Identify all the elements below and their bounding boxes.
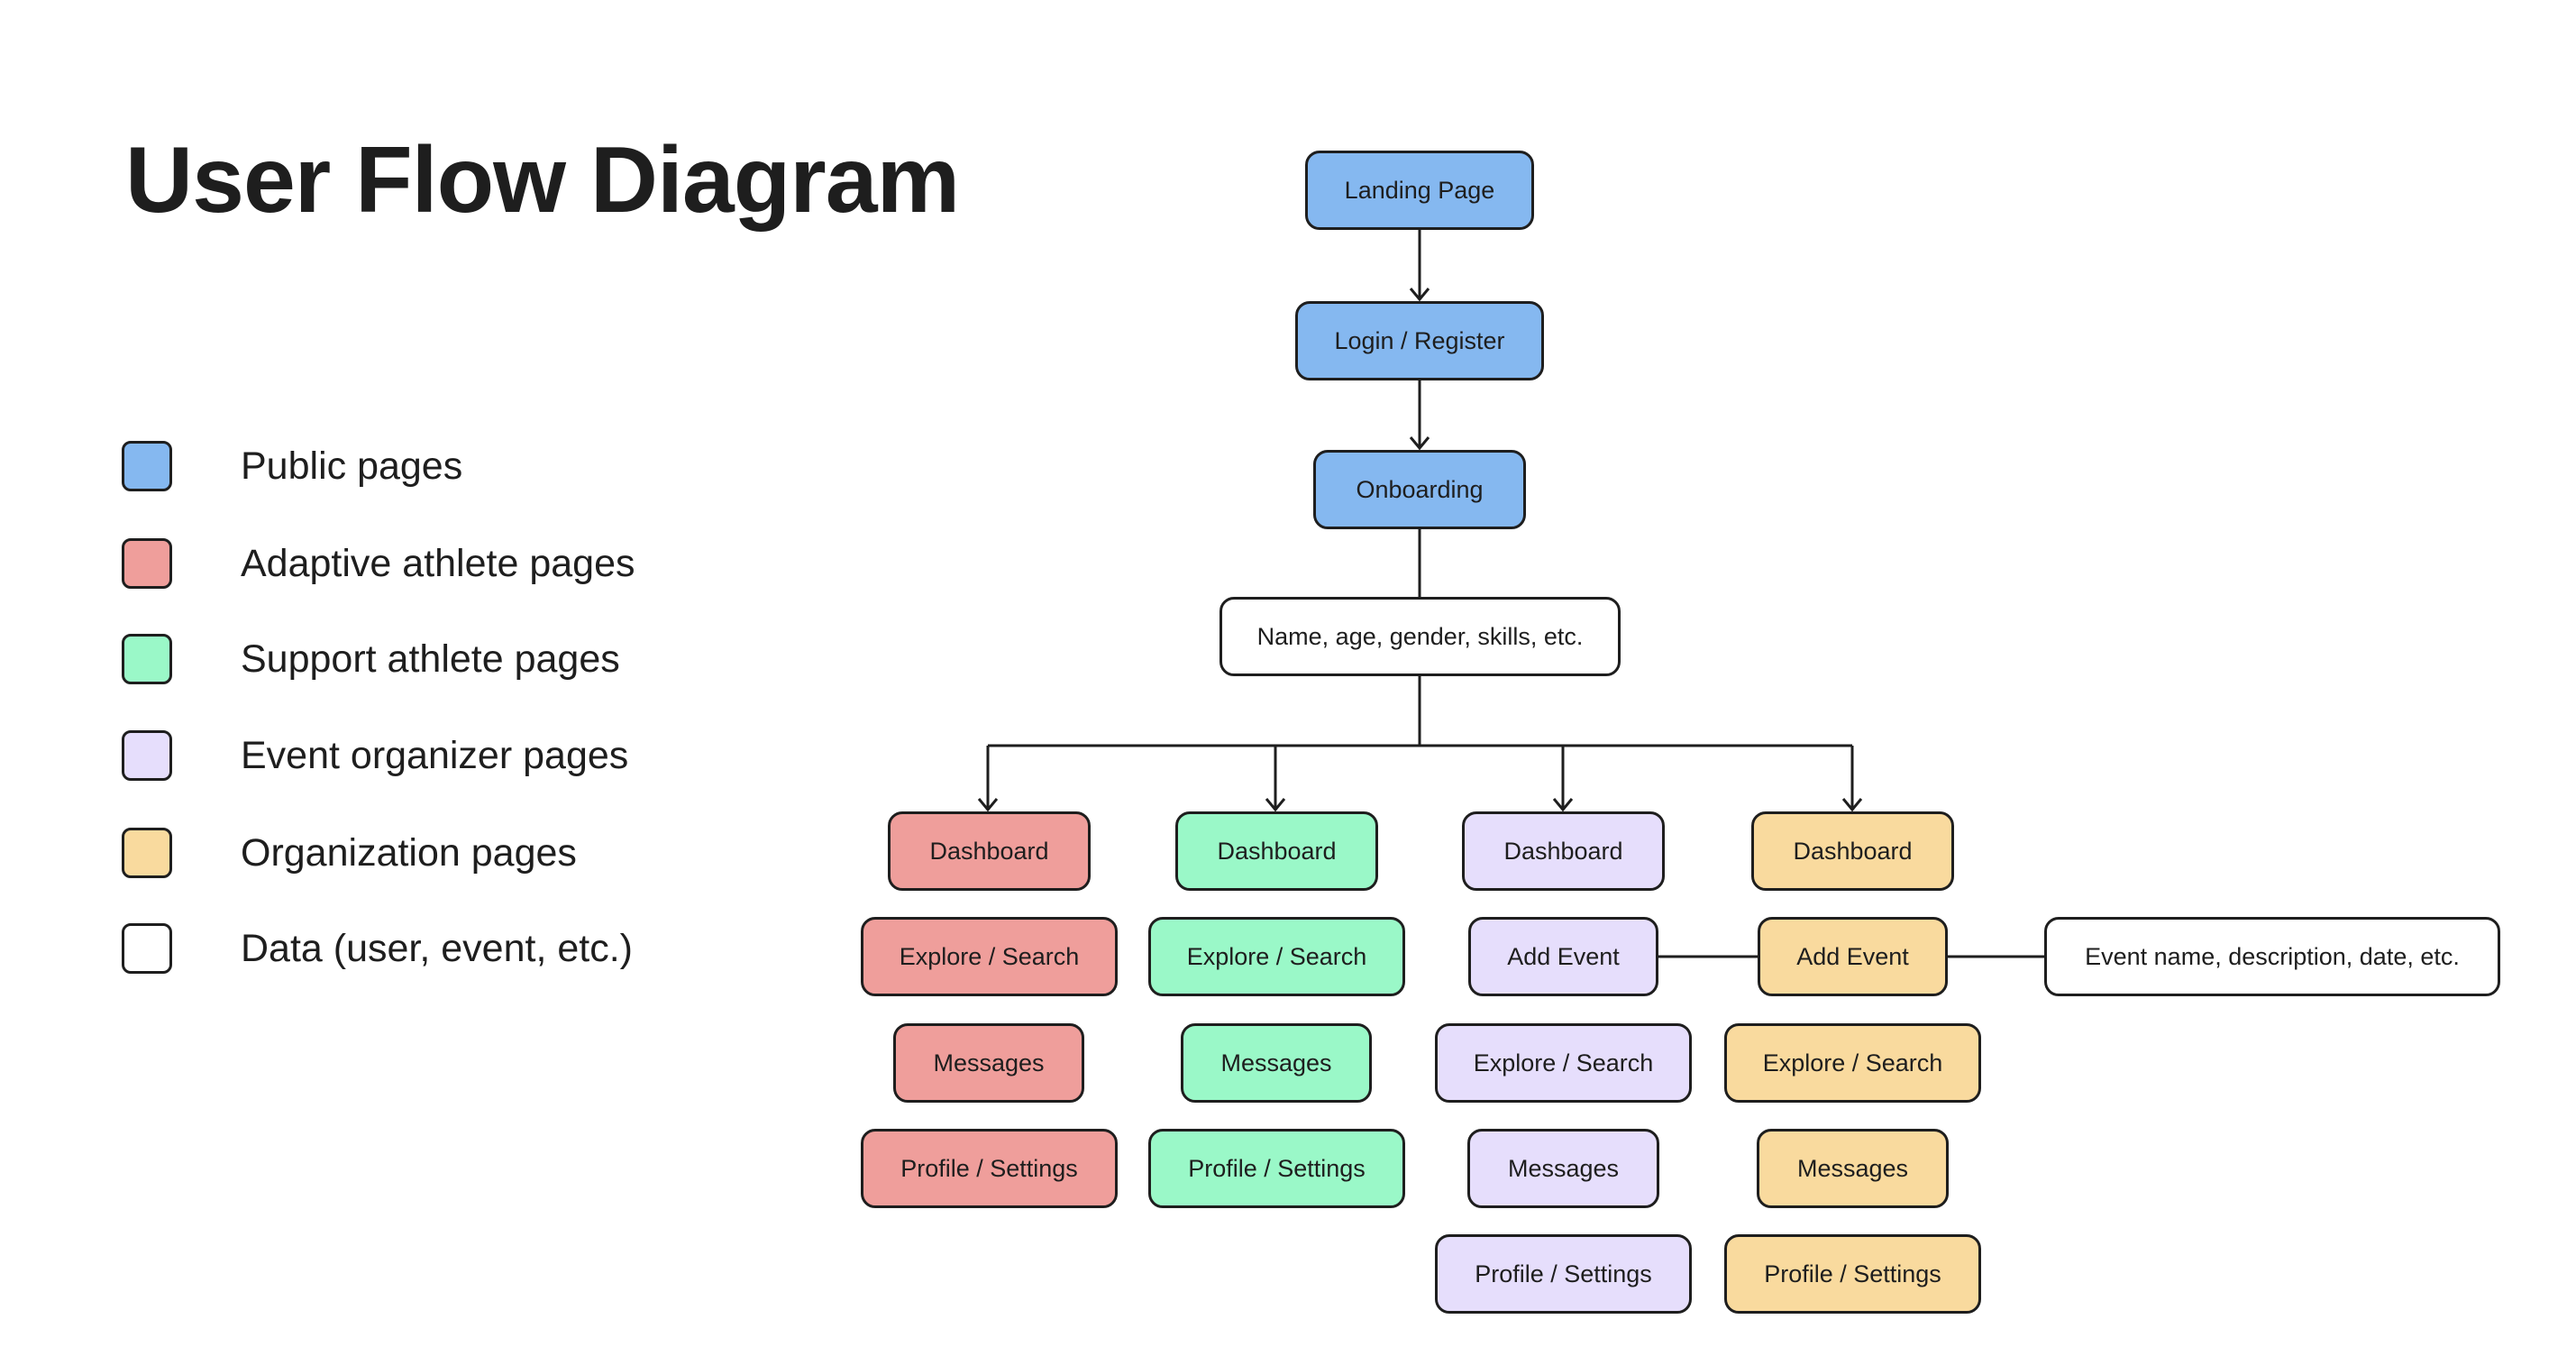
legend-item-data: Data (user, event, etc.) (122, 921, 633, 976)
legend-label: Support athlete pages (241, 637, 620, 681)
legend-item-adaptive: Adaptive athlete pages (122, 536, 635, 591)
node-organization-profile-settings[interactable]: Profile / Settings (1724, 1234, 1981, 1314)
node-login-register[interactable]: Login / Register (1295, 301, 1544, 380)
arrowhead-icon (977, 798, 999, 812)
node-onboarding[interactable]: Onboarding (1313, 450, 1526, 529)
node-adaptive-dashboard[interactable]: Dashboard (888, 811, 1091, 891)
legend-label: Adaptive athlete pages (241, 542, 635, 585)
legend-item-organizer: Event organizer pages (122, 728, 628, 783)
node-support-profile-settings[interactable]: Profile / Settings (1148, 1129, 1405, 1208)
node-onboarding-data[interactable]: Name, age, gender, skills, etc. (1219, 597, 1621, 676)
legend-swatch-data (122, 923, 172, 974)
node-organizer-add-event[interactable]: Add Event (1468, 917, 1658, 996)
node-organizer-explore-search[interactable]: Explore / Search (1435, 1023, 1692, 1103)
node-support-explore-search[interactable]: Explore / Search (1148, 917, 1405, 996)
node-event-data[interactable]: Event name, description, date, etc. (2044, 917, 2500, 996)
legend-label: Data (user, event, etc.) (241, 927, 633, 970)
legend-label: Public pages (241, 444, 463, 488)
node-organization-dashboard[interactable]: Dashboard (1751, 811, 1954, 891)
node-organization-explore-search[interactable]: Explore / Search (1724, 1023, 1981, 1103)
arrowhead-icon (1552, 798, 1574, 812)
legend-item-public: Public pages (122, 439, 462, 493)
node-adaptive-profile-settings[interactable]: Profile / Settings (861, 1129, 1118, 1208)
arrowhead-icon (1409, 288, 1430, 302)
node-landing-page[interactable]: Landing Page (1305, 151, 1534, 230)
legend-label: Event organizer pages (241, 734, 629, 777)
arrowhead-icon (1409, 436, 1430, 451)
legend-swatch-public (122, 441, 172, 491)
node-organizer-profile-settings[interactable]: Profile / Settings (1435, 1234, 1692, 1314)
node-organizer-dashboard[interactable]: Dashboard (1462, 811, 1665, 891)
node-adaptive-explore-search[interactable]: Explore / Search (861, 917, 1118, 996)
arrowhead-icon (1265, 798, 1286, 812)
legend-swatch-organizer (122, 730, 172, 781)
legend-swatch-support (122, 634, 172, 684)
node-organization-messages[interactable]: Messages (1757, 1129, 1949, 1208)
legend-label: Organization pages (241, 831, 577, 875)
node-support-dashboard[interactable]: Dashboard (1175, 811, 1378, 891)
node-adaptive-messages[interactable]: Messages (893, 1023, 1084, 1103)
page-title: User Flow Diagram (125, 128, 960, 233)
legend-swatch-organization (122, 828, 172, 878)
node-organizer-messages[interactable]: Messages (1467, 1129, 1659, 1208)
legend-swatch-adaptive (122, 538, 172, 589)
node-organization-add-event[interactable]: Add Event (1758, 917, 1948, 996)
node-support-messages[interactable]: Messages (1181, 1023, 1372, 1103)
arrowhead-icon (1841, 798, 1863, 812)
legend-item-support: Support athlete pages (122, 632, 620, 686)
legend-item-organization: Organization pages (122, 826, 577, 880)
